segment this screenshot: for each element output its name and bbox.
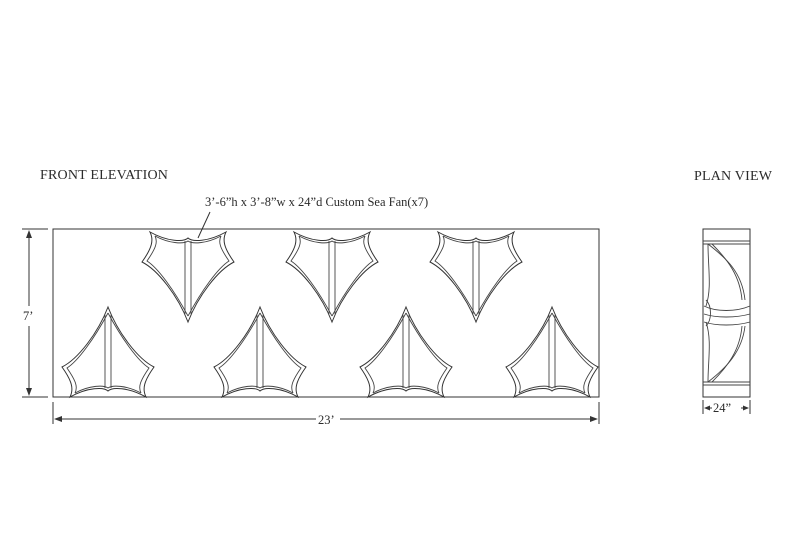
annotation-leader-line: [197, 211, 211, 239]
sea-fan-2: [285, 231, 379, 323]
width-dimension: 23’: [52, 402, 600, 427]
height-dimension-label: 7’: [23, 309, 33, 323]
sea-fan-4: [61, 306, 155, 398]
elevation-panel: [52, 228, 600, 398]
sea-fan-6: [359, 306, 453, 398]
sea-fan-3: [429, 231, 523, 323]
sea-fan-7: [505, 306, 599, 398]
height-dimension: 7’: [22, 228, 48, 398]
front-elevation-title: FRONT ELEVATION: [40, 168, 168, 183]
fan-spec-annotation: 3’-6”h x 3’-8”w x 24”d Custom Sea Fan(x7…: [205, 195, 428, 209]
width-dimension-label: 23’: [318, 413, 335, 427]
plan-view-title: PLAN VIEW: [694, 169, 773, 184]
depth-dimension-label: 24”: [713, 401, 731, 415]
depth-dimension: 24”: [702, 400, 751, 415]
sea-fan-1: [141, 231, 235, 323]
sea-fan-5: [213, 306, 307, 398]
plan-view: [702, 228, 751, 398]
